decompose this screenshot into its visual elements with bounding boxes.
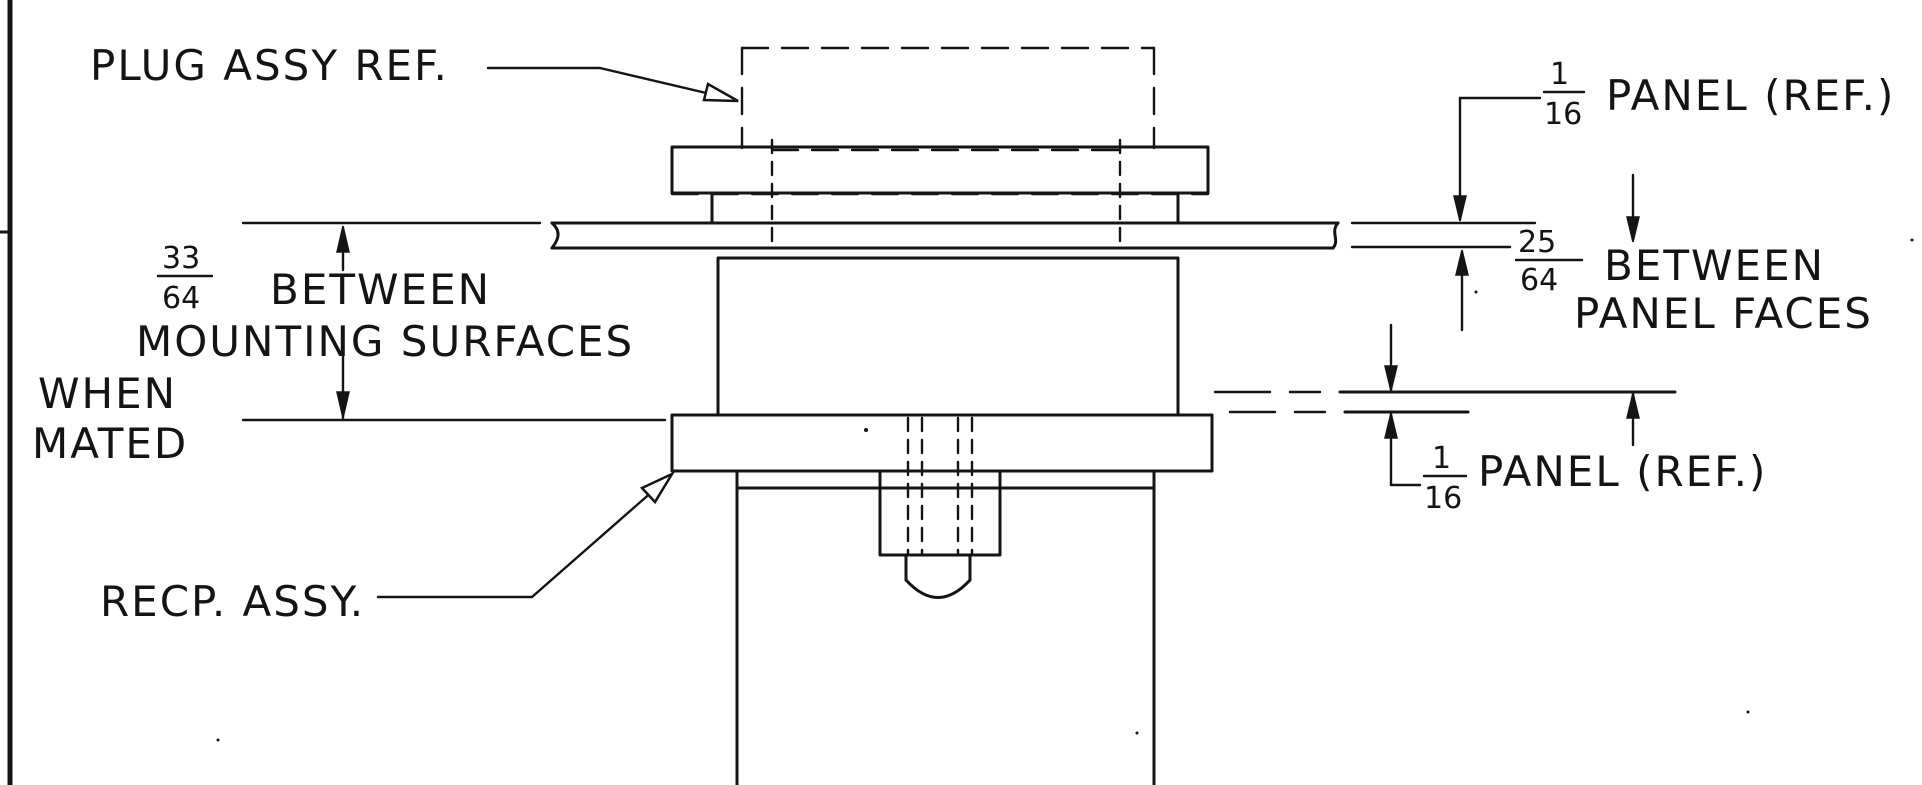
upper-panel <box>550 221 1340 250</box>
panel-top-fraction-denominator: 16 <box>1544 97 1582 132</box>
leader-lines <box>376 66 739 599</box>
mounting-fraction-numerator: 33 <box>162 241 200 276</box>
panel-faces-fraction-denominator: 64 <box>1520 263 1558 298</box>
panel-top-label: PANEL (REF.) <box>1606 71 1895 120</box>
panel-faces-label: PANEL FACES <box>1574 289 1873 338</box>
receptacle-upper-body <box>716 256 1180 417</box>
nut <box>878 469 1002 557</box>
mounting-surfaces-label: MOUNTING SURFACES <box>136 317 634 366</box>
plug-flange <box>670 145 1210 195</box>
mounting-fraction-denominator: 64 <box>162 281 200 316</box>
mounting-between-label: BETWEEN <box>270 265 491 314</box>
panel-faces-between-label: BETWEEN <box>1604 241 1825 290</box>
plug-assembly <box>670 46 1210 250</box>
when-label: WHEN <box>38 369 177 418</box>
mated-label: MATED <box>32 419 188 468</box>
panel-faces-fraction-numerator: 25 <box>1518 225 1556 260</box>
mounting-surface-dimension <box>241 221 667 422</box>
recp-assy-label: RECP. ASSY. <box>100 577 365 626</box>
receptacle-assembly <box>670 256 1214 785</box>
panel-bottom-label: PANEL (REF.) <box>1478 447 1767 496</box>
panel-dimensions <box>1350 96 1640 487</box>
receptacle-flange <box>670 413 1214 473</box>
plug-assy-label: PLUG ASSY REF. <box>90 41 449 90</box>
panel-top-fraction-numerator: 1 <box>1550 57 1569 92</box>
panel-bottom-fraction-denominator: 16 <box>1424 481 1462 516</box>
panel-bottom-fraction-numerator: 1 <box>1432 441 1451 476</box>
lower-panel <box>1213 390 1677 414</box>
